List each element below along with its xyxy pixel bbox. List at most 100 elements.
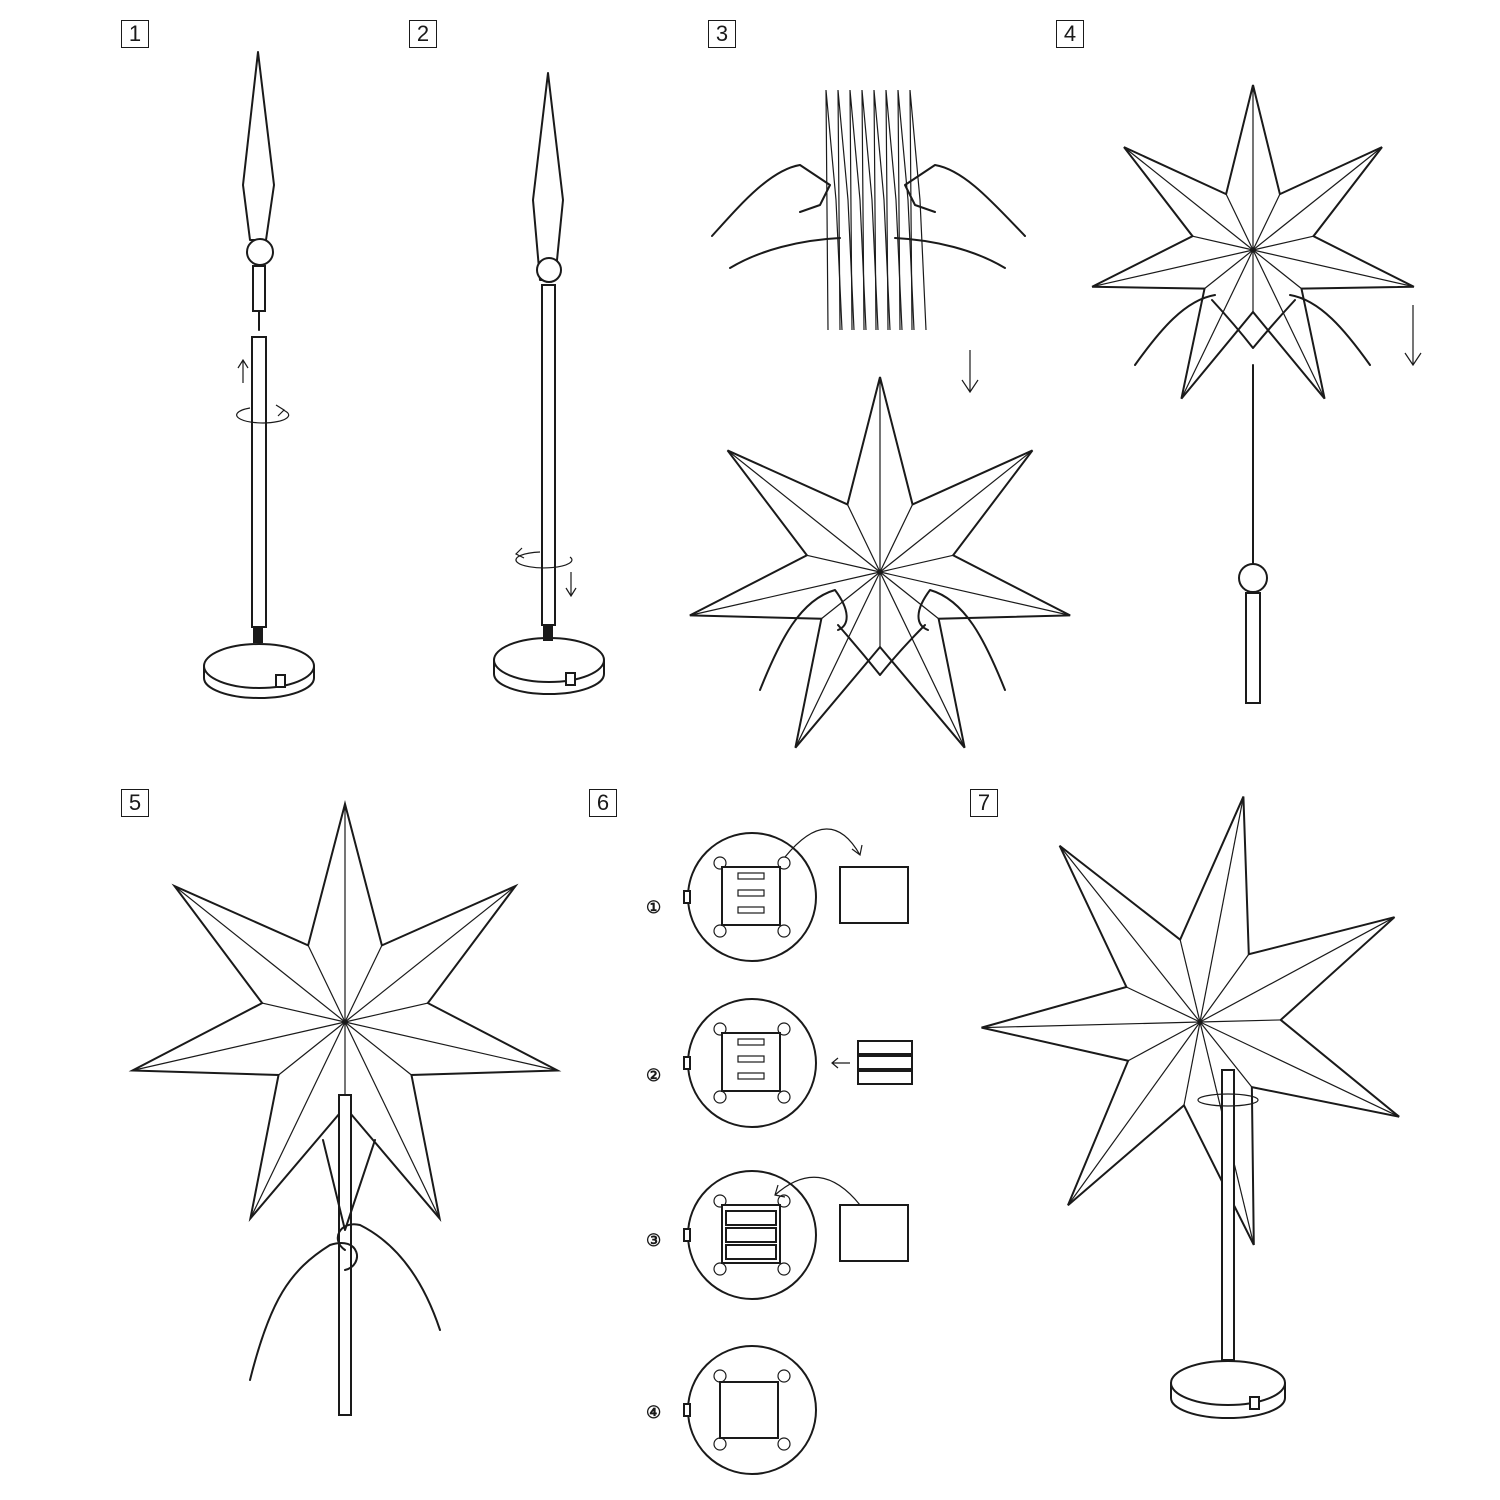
battery-cover (719, 1381, 779, 1439)
battery-cover (839, 866, 909, 924)
battery-cover (839, 1204, 909, 1262)
wire (322, 1139, 376, 1231)
foot (713, 924, 727, 938)
foot (713, 1090, 727, 1104)
step-1-label: 1 (121, 20, 149, 48)
fold-line (879, 554, 954, 573)
fold-line (1127, 1021, 1201, 1062)
star-point-ridge (1059, 845, 1201, 1023)
step-3-star (689, 376, 1071, 749)
star-point-ridge (879, 571, 1071, 616)
star-point-ridge (344, 1021, 558, 1072)
kite-frame (532, 72, 564, 281)
arrow-left-icon (831, 1057, 850, 1069)
battery-slot (737, 1038, 765, 1046)
battery-step-2 (683, 998, 913, 1128)
step-4-label: 4 (1056, 20, 1084, 48)
rotate-icon (236, 404, 290, 424)
star-point-ridge (1067, 1021, 1201, 1206)
battery-slot (737, 872, 765, 880)
bulb (1238, 563, 1268, 593)
bulb (246, 238, 274, 266)
battery-step-3 (683, 1170, 909, 1300)
battery-slot (737, 1072, 765, 1080)
fold-line (344, 945, 383, 1023)
step-1-lamp (203, 51, 315, 699)
star-point-ridge (344, 1021, 441, 1219)
star-point-ridge (1199, 916, 1395, 1023)
battery-step-4 (683, 1345, 817, 1475)
fold-line (1252, 193, 1281, 251)
battery (857, 1055, 913, 1070)
fold-line (344, 1002, 429, 1023)
battery-slot (737, 906, 765, 914)
socket (252, 265, 266, 312)
step-3-folded-star (711, 89, 1422, 394)
left-hand (711, 164, 841, 269)
step-5-label: 5 (121, 789, 149, 817)
foot (777, 924, 791, 938)
fold-line (1179, 939, 1201, 1023)
fold-line (261, 1002, 346, 1023)
step-5-hands (249, 1094, 441, 1416)
substep-1-label: ① (646, 898, 662, 917)
star-point-ridge (174, 885, 346, 1023)
battery-steps (683, 828, 913, 1475)
battery (857, 1040, 913, 1055)
foot (777, 1194, 791, 1208)
arrow-down-icon (565, 572, 577, 598)
star-point-ridge (1199, 796, 1244, 1023)
foot (777, 1437, 791, 1451)
star-point-ridge (794, 571, 881, 748)
fold-line (1199, 1019, 1281, 1023)
fold-line (1183, 1021, 1201, 1106)
fold-line (278, 1021, 346, 1076)
fold-line (879, 504, 914, 573)
foot (777, 1090, 791, 1104)
switch (275, 674, 286, 688)
step-4-pole (1134, 294, 1371, 704)
folded-point (909, 89, 927, 331)
star-point-ridge (1180, 249, 1254, 399)
step-4-star (1091, 84, 1415, 400)
fold-line (307, 945, 346, 1023)
battery-slot (725, 1210, 777, 1226)
foot (777, 1262, 791, 1276)
star-point-ridge (344, 885, 516, 1023)
fold-line (344, 1021, 412, 1076)
substep-3-label: ③ (646, 1231, 662, 1250)
pole (1245, 592, 1261, 704)
step-2-lamp (493, 72, 605, 695)
star-outline (981, 796, 1400, 1246)
star-point-ridge (1252, 146, 1383, 251)
base (493, 637, 605, 683)
foot (713, 1194, 727, 1208)
fold-line (879, 571, 940, 620)
fold-line (820, 571, 881, 620)
step-7-star (981, 796, 1400, 1246)
switch (1249, 1396, 1260, 1410)
bulb (536, 257, 562, 283)
battery (857, 1070, 913, 1085)
battery-step-1 (683, 828, 909, 962)
step-2-label: 2 (409, 20, 437, 48)
base (1170, 1360, 1286, 1406)
arrow-down-icon (1404, 305, 1422, 367)
step-7-lamp (1170, 1069, 1286, 1419)
foot (713, 1022, 727, 1036)
substep-4-label: ④ (646, 1403, 662, 1422)
star-point-ridge (1123, 146, 1254, 251)
right-hand (894, 164, 1026, 269)
star-point-ridge (879, 571, 966, 748)
fold-line (1199, 1021, 1253, 1088)
step-3-label: 3 (708, 20, 736, 48)
battery-slot (725, 1227, 777, 1243)
star-point-ridge (727, 449, 881, 573)
pole (251, 336, 267, 628)
arrow-up-icon (237, 358, 249, 383)
star-point-ridge (1252, 249, 1326, 399)
substep-2-label: ② (646, 1066, 662, 1085)
foot (777, 1369, 791, 1383)
fold-line (1192, 235, 1254, 251)
star-point-ridge (132, 1021, 346, 1072)
